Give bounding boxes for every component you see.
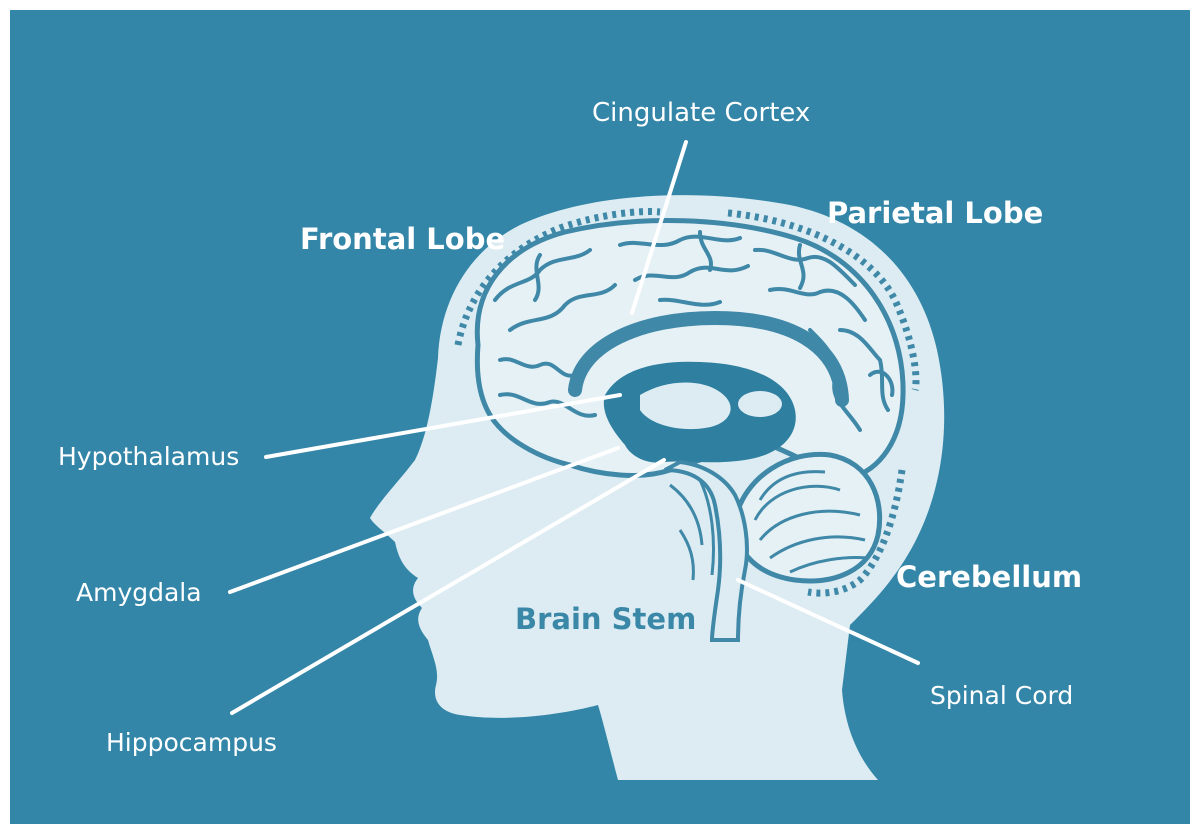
label-amygdala: Amygdala (76, 578, 202, 607)
label-spinal-cord: Spinal Cord (930, 681, 1073, 710)
fornix-shape (738, 391, 782, 417)
label-hippocampus: Hippocampus (106, 728, 277, 757)
label-cingulate-cortex: Cingulate Cortex (592, 98, 810, 128)
label-parietal-lobe: Parietal Lobe (827, 196, 1043, 230)
label-hypothalamus: Hypothalamus (58, 442, 239, 471)
label-frontal-lobe: Frontal Lobe (300, 222, 505, 256)
label-cerebellum: Cerebellum (896, 560, 1082, 594)
label-brain-stem: Brain Stem (515, 602, 696, 636)
